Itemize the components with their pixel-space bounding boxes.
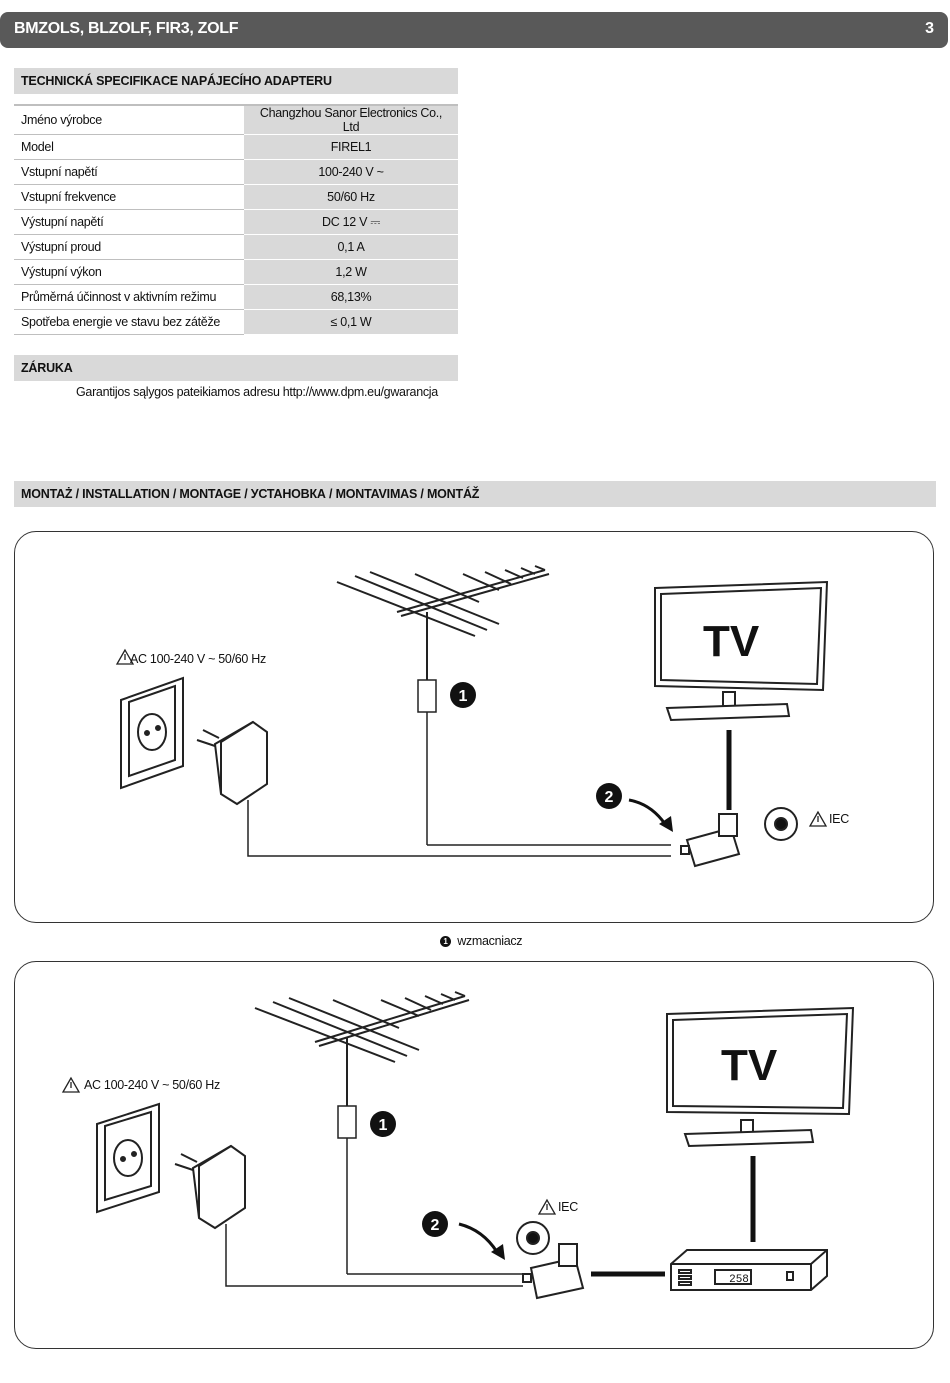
power-adapter-icon (174, 1144, 246, 1230)
tv-label: TV (703, 617, 760, 666)
warning-icon (115, 648, 135, 665)
spec-value: ≤ 0,1 W (244, 309, 458, 335)
legend-marker: 1 (440, 936, 451, 948)
set-top-box-display: 258 (729, 1274, 749, 1286)
spec-value: 50/60 Hz (244, 184, 458, 210)
warranty-heading: ZÁRUKA (14, 355, 458, 381)
amplifier-box (337, 1105, 357, 1139)
spec-label: Výstupní proud (14, 234, 244, 260)
spec-label: Jméno výrobce (14, 104, 244, 135)
marker-1: 1 (459, 688, 468, 705)
spec-label: Výstupní napětí (14, 209, 244, 235)
installation-diagram-2: 1 TV (14, 961, 934, 1349)
antenna-icon (254, 991, 470, 1106)
marker-1: 1 (379, 1117, 388, 1134)
installation-heading: MONTAŻ / INSTALLATION / MONTAGE / УСТАНО… (14, 481, 936, 507)
power-spec-label: AC 100-240 V ~ 50/60 Hz (130, 652, 266, 666)
antenna-icon (336, 565, 550, 682)
antenna-amplifier-icon (522, 1243, 585, 1300)
warranty-text: Garantijos sąlygos pateikiamos adresu ht… (76, 385, 438, 399)
marker-2: 2 (431, 1217, 440, 1234)
iec-connector-icon (764, 807, 798, 841)
installation-diagram-1: 1 TV (14, 531, 934, 923)
tv-icon (666, 1006, 855, 1148)
page-header-bar: BMZOLS, BLZOLF, FIR3, ZOLF 3 (0, 12, 948, 48)
spec-value: 100-240 V ~ (244, 159, 458, 185)
set-top-box-icon (670, 1249, 828, 1291)
page-number: 3 (925, 20, 934, 37)
marker-2: 2 (605, 789, 614, 806)
amplifier-box (417, 679, 437, 713)
tv-label: TV (721, 1041, 778, 1090)
tv-icon (654, 580, 829, 722)
warning-icon (808, 810, 828, 827)
spec-label: Vstupní frekvence (14, 184, 244, 210)
spec-label: Vstupní napětí (14, 159, 244, 185)
legend: 1 wzmacniacz (440, 934, 523, 948)
spec-label: Průměrná účinnost v aktivním režimu (14, 284, 244, 310)
wall-socket-icon (120, 676, 184, 790)
document-title: BMZOLS, BLZOLF, FIR3, ZOLF (14, 20, 239, 37)
spec-value: Changzhou Sanor Electronics Co., Ltd (244, 104, 458, 135)
iec-label: IEC (829, 812, 849, 826)
spec-label: Model (14, 134, 244, 160)
spec-value: 68,13% (244, 284, 458, 310)
iec-connector-icon (516, 1221, 550, 1255)
power-spec-label: AC 100-240 V ~ 50/60 Hz (84, 1078, 220, 1092)
spec-label: Výstupní výkon (14, 259, 244, 285)
legend-text: wzmacniacz (457, 934, 523, 948)
iec-label: IEC (558, 1200, 578, 1214)
antenna-amplifier-icon (680, 813, 741, 868)
spec-label: Spotřeba energie ve stavu bez zátěže (14, 309, 244, 335)
spec-section-heading: TECHNICKÁ SPECIFIKACE NAPÁJECÍHO ADAPTER… (14, 68, 458, 94)
power-adapter-icon (196, 720, 268, 806)
spec-value: DC 12 V ⎓ (244, 209, 458, 235)
table-row: Spotřeba energie ve stavu bez zátěže≤ 0,… (14, 309, 458, 335)
wall-socket-icon (96, 1102, 160, 1214)
warning-icon (61, 1076, 81, 1093)
spec-value: 0,1 A (244, 234, 458, 260)
spec-value: FIREL1 (244, 134, 458, 160)
spec-value: 1,2 W (244, 259, 458, 285)
warning-icon (537, 1198, 557, 1215)
